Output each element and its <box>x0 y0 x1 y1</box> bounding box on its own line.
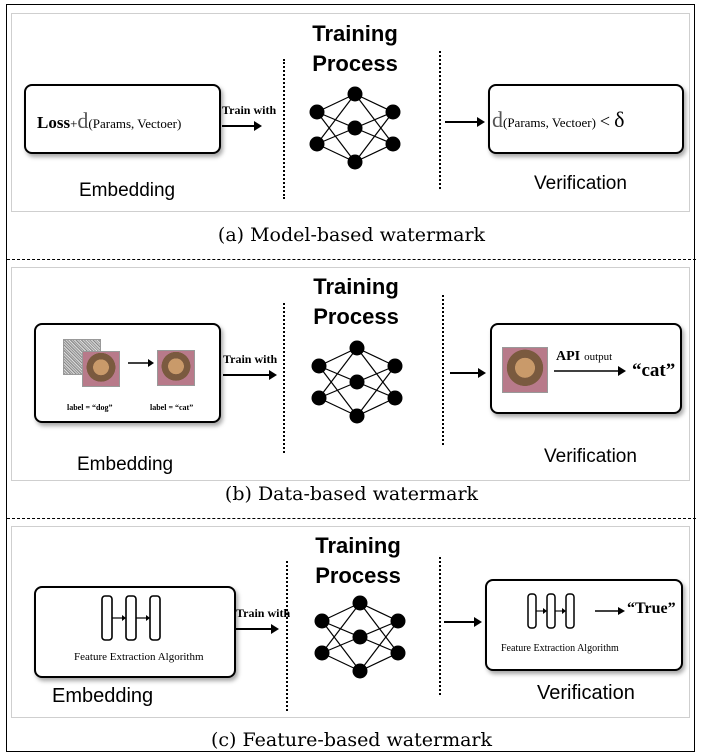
params-text: (Params, Vectoer) <box>503 115 596 130</box>
embedding-label-b: Embedding <box>77 454 174 475</box>
label-cat: label = “cat” <box>150 403 194 412</box>
training-word: Training <box>312 21 398 46</box>
verification-box-b: API output “cat” <box>490 323 682 414</box>
arrow-result-c <box>595 607 625 615</box>
arrow-verify-c <box>444 617 482 627</box>
distance-d: d <box>77 108 89 133</box>
feature-algo-label-embed: Feature Extraction Algorithm <box>74 651 204 663</box>
embedding-box-c: Feature Extraction Algorithm <box>34 586 236 678</box>
training-title-b: Training Process <box>286 272 426 332</box>
neural-network-icon <box>309 86 401 170</box>
arrow-api-output <box>554 366 626 376</box>
output-result-cat: “cat” <box>632 360 676 381</box>
process-word: Process <box>315 563 401 588</box>
dog-image-poisoned <box>82 351 120 387</box>
feature-algo-label-verify: Feature Extraction Algorithm <box>501 643 619 654</box>
arrow-verify-a <box>445 117 485 127</box>
feature-extractor-icon <box>101 595 161 641</box>
neural-network-icon <box>311 340 403 424</box>
verification-box-a: d(Params, Vectoer) < δ <box>488 84 684 154</box>
arrow-relabel <box>128 359 154 367</box>
neural-network-icon <box>314 595 406 679</box>
separator-2 <box>7 518 696 519</box>
feature-extractor-icon <box>527 593 575 629</box>
caption-c: (c) Feature-based watermark <box>210 729 493 751</box>
plus-sign: + <box>70 116 78 131</box>
embedding-label-c: Embedding <box>52 685 154 707</box>
training-word: Training <box>313 274 399 299</box>
distance-d: d <box>492 107 503 132</box>
separator-1 <box>7 259 696 260</box>
training-word: Training <box>315 533 401 558</box>
divider-right-c <box>439 557 441 695</box>
verification-label-c: Verification <box>537 682 635 704</box>
divider-right-a <box>439 51 441 189</box>
embedding-box-b: label = “dog” label = “cat” <box>34 323 221 423</box>
params-text: (Params, Vectoer) <box>88 116 182 131</box>
train-with-label-b: Train with <box>223 352 278 366</box>
divider-left-b <box>283 303 285 453</box>
dog-image-query <box>502 347 548 393</box>
train-with-label-a: Train with <box>222 103 277 117</box>
verification-label-a: Verification <box>534 173 627 194</box>
train-with-label-c: Train with <box>236 606 291 620</box>
output-label: output <box>584 351 613 363</box>
delta-symbol: δ <box>614 107 625 132</box>
caption-a: (a) Model-based watermark <box>217 224 486 246</box>
dog-image-relabeled <box>157 350 195 386</box>
divider-left-c <box>286 561 288 711</box>
divider-left-a <box>283 59 285 199</box>
training-title-a: Training Process <box>285 19 425 79</box>
arrow-verify-b <box>450 368 486 378</box>
embedding-label-a: Embedding <box>79 180 176 201</box>
loss-text: Loss <box>37 113 71 132</box>
arrow-train-c <box>235 624 279 634</box>
api-label: API <box>556 349 581 364</box>
divider-right-b <box>442 295 444 445</box>
output-result-true: “True” <box>627 600 676 617</box>
embedding-box-a: Loss+d(Params, Vectoer) <box>24 84 221 154</box>
training-title-c: Training Process <box>288 531 428 591</box>
arrow-train-b <box>223 370 277 380</box>
process-word: Process <box>313 304 399 329</box>
caption-b: (b) Data-based watermark <box>224 483 479 505</box>
figure: Loss+d(Params, Vectoer) Train with Train… <box>6 4 696 752</box>
arrow-train-a <box>222 121 262 131</box>
verification-box-c: “True” Feature Extraction Algorithm <box>485 579 683 671</box>
verification-label-b: Verification <box>544 446 637 467</box>
label-dog: label = “dog” <box>67 403 113 412</box>
less-than-sign: < <box>599 111 611 131</box>
process-word: Process <box>312 51 398 76</box>
